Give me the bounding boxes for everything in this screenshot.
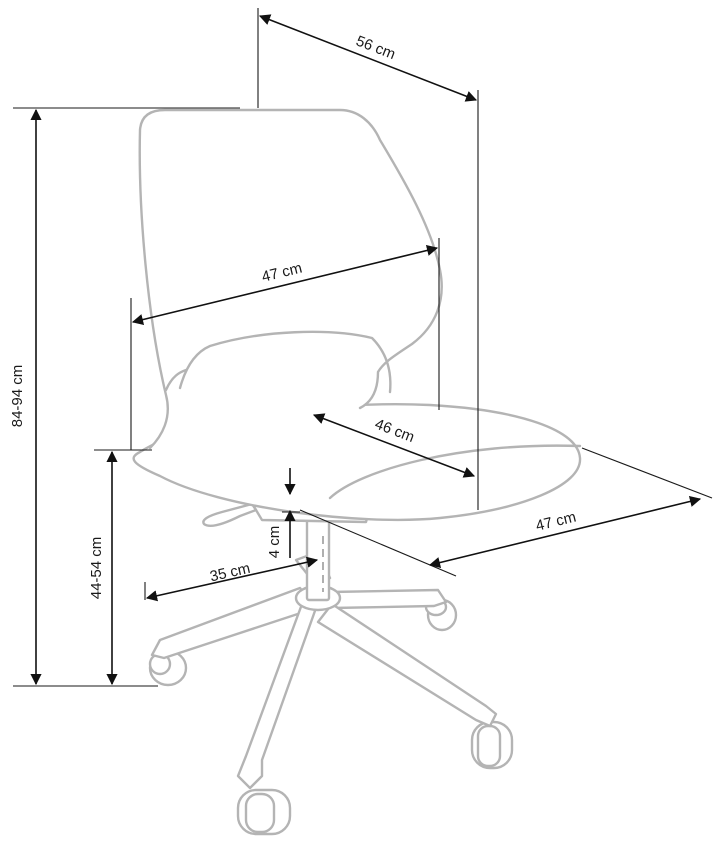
- arrow-seat-width: [428, 495, 702, 569]
- extension-lines: [13, 8, 713, 687]
- arrow-seat-depth: [312, 413, 476, 478]
- caster-wheel-front: [236, 788, 292, 836]
- label-total-height: 84-94 cm: [9, 365, 26, 428]
- backrest-inner-edge: [164, 368, 188, 392]
- dimension-arrows: [30, 14, 702, 686]
- label-depth-total: 56 cm: [354, 32, 398, 63]
- arrow-backrest-width: [131, 244, 439, 326]
- label-base-radius: 35 cm: [208, 560, 252, 586]
- caster-wheel-right: [470, 720, 514, 770]
- arrow-base-radius: [145, 556, 319, 602]
- label-seat-thickness: 4 cm: [266, 526, 283, 559]
- gas-lift-column: [305, 514, 331, 602]
- chair-illustration: [132, 108, 582, 836]
- arrow-depth-total: [258, 14, 478, 102]
- label-seat-height: 44-54 cm: [88, 537, 105, 600]
- backrest-lower-panel: [178, 330, 392, 394]
